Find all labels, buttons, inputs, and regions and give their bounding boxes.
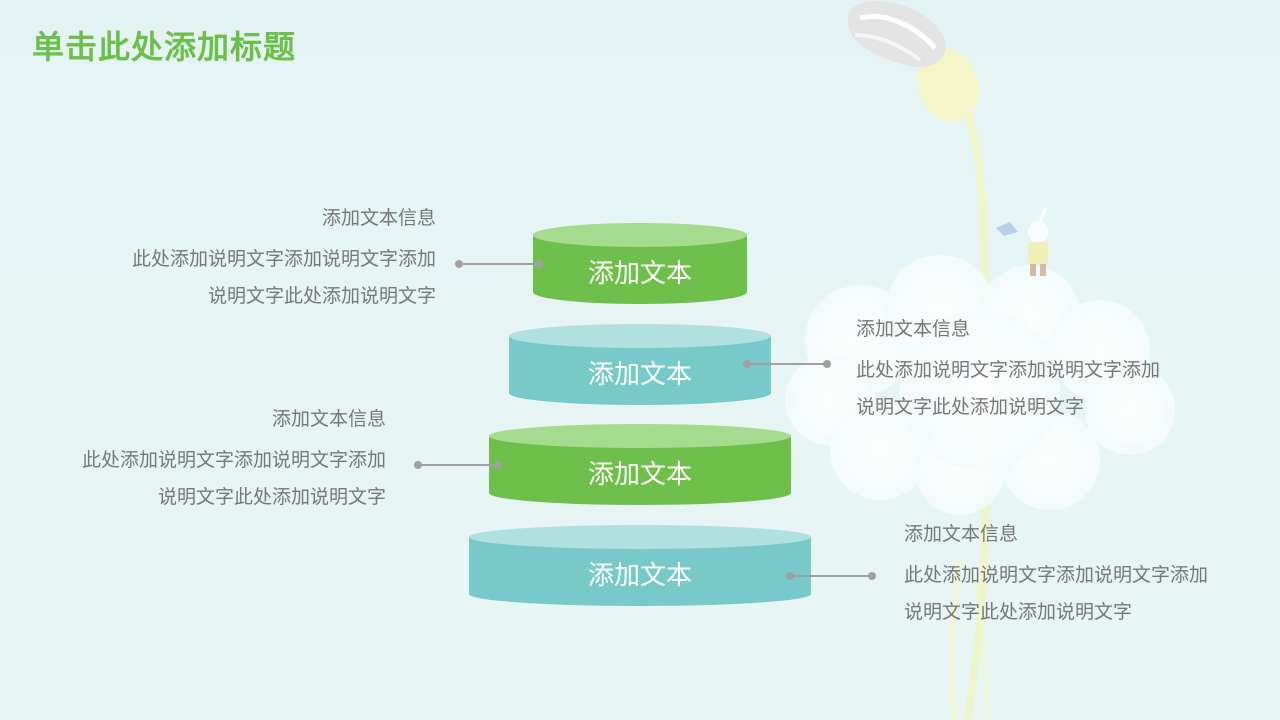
connector-dot	[786, 572, 794, 580]
info-line: 说明文字此处添加说明文字	[904, 601, 1133, 623]
layer-1[interactable]: 添加文本	[533, 223, 747, 304]
flower-bud-icon	[848, 1, 980, 123]
info-heading: 添加文本信息	[904, 523, 1019, 545]
connector-dot	[414, 461, 422, 469]
layer-label: 添加文本	[587, 259, 692, 289]
connector-dot	[494, 461, 502, 469]
info-block-2[interactable]: 添加文本信息 此处添加说明文字添加说明文字添加 说明文字此处添加说明文字	[856, 311, 1160, 426]
info-block-1[interactable]: 添加文本信息 此处添加说明文字添加说明文字添加 说明文字此处添加说明文字	[132, 200, 436, 315]
layer-label: 添加文本	[587, 460, 692, 490]
info-block-3[interactable]: 添加文本信息 此处添加说明文字添加说明文字添加 说明文字此处添加说明文字	[82, 401, 386, 516]
connector-dot	[868, 572, 876, 580]
layer-3[interactable]: 添加文本	[489, 424, 791, 505]
info-line: 此处添加说明文字添加说明文字添加	[81, 449, 386, 471]
info-line: 说明文字此处添加说明文字	[157, 486, 386, 508]
layer-top	[509, 324, 771, 348]
connector-line-4	[790, 575, 872, 577]
layer-top	[489, 424, 791, 448]
info-line: 此处添加说明文字添加说明文字添加	[904, 564, 1209, 586]
connector-dot	[743, 360, 751, 368]
connector-dot	[535, 260, 543, 268]
info-block-4[interactable]: 添加文本信息 此处添加说明文字添加说明文字添加 说明文字此处添加说明文字	[904, 516, 1208, 631]
info-heading: 添加文本信息	[856, 318, 971, 340]
info-line: 此处添加说明文字添加说明文字添加	[131, 248, 436, 270]
cloud-icon	[785, 255, 1175, 515]
layer-2[interactable]: 添加文本	[509, 324, 771, 405]
connector-line-1	[459, 263, 539, 265]
layer-4[interactable]: 添加文本	[469, 525, 811, 606]
info-line: 说明文字此处添加说明文字	[207, 285, 436, 307]
layer-top	[469, 525, 811, 549]
connector-dot	[823, 360, 831, 368]
info-heading: 添加文本信息	[271, 408, 386, 430]
info-heading: 添加文本信息	[321, 207, 436, 229]
layer-top	[533, 223, 747, 247]
layer-label: 添加文本	[587, 561, 692, 591]
layer-label: 添加文本	[587, 360, 692, 390]
connector-line-3	[418, 464, 498, 466]
info-line: 说明文字此处添加说明文字	[856, 396, 1085, 418]
connector-line-2	[747, 363, 828, 365]
connector-dot	[455, 260, 463, 268]
page-title[interactable]: 单击此处添加标题	[32, 28, 297, 66]
info-line: 此处添加说明文字添加说明文字添加	[856, 359, 1161, 381]
rabbit-icon	[996, 207, 1048, 276]
